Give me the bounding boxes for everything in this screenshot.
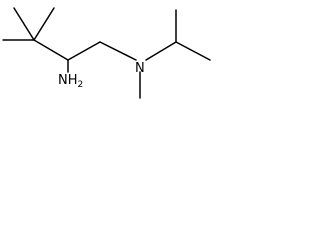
bond-ch-to-ch2 (67, 41, 101, 61)
bond-n-to-isopropyl (145, 41, 177, 61)
bond-methyl-1-to-quaternary (13, 7, 35, 41)
atom-label-subscript-2: 2 (78, 80, 84, 90)
atom-label-n: N (135, 61, 145, 76)
bond-methyl-2-to-quaternary (33, 7, 55, 41)
molecule-structure: N NH2 (2, 7, 211, 99)
bond-isopropyl-to-methyl-right (175, 41, 211, 61)
atom-label-nh2: NH2 (58, 73, 83, 90)
bond-quaternary-to-ch (33, 39, 69, 61)
bond-ch2-to-n (99, 41, 137, 61)
atom-label-nh: NH (58, 73, 78, 88)
